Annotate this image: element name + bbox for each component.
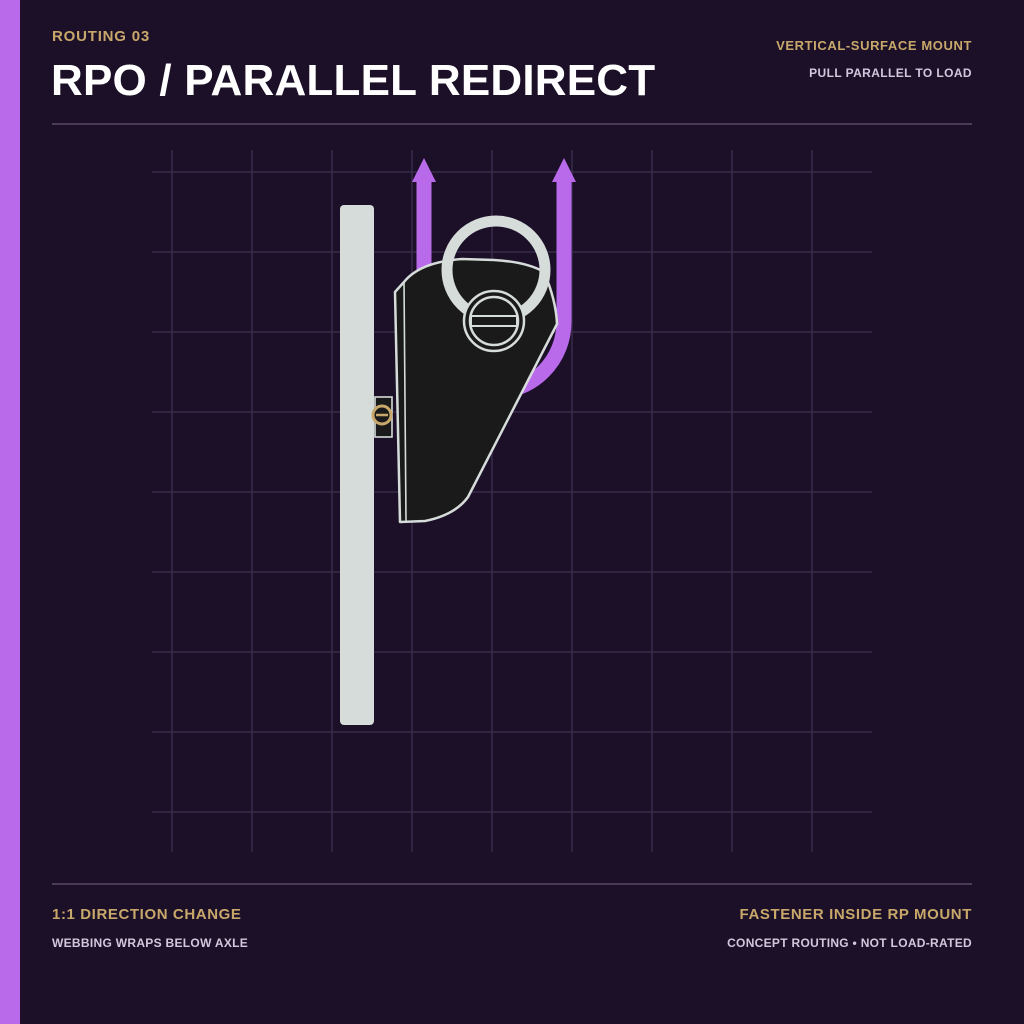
mount-edge-line — [403, 281, 407, 522]
fastener-label: FASTENER INSIDE RP MOUNT — [739, 906, 972, 923]
pull-direction-note: PULL PARALLEL TO LOAD — [809, 66, 972, 80]
axle-screw-icon — [462, 289, 526, 353]
disclaimer-note: CONCEPT ROUTING • NOT LOAD-RATED — [727, 936, 972, 950]
mount-type-label: VERTICAL-SURFACE MOUNT — [776, 38, 972, 53]
footer-divider — [52, 883, 972, 885]
page-title: RPO / PARALLEL REDIRECT — [51, 56, 656, 105]
background-grid — [152, 150, 872, 852]
routing-label: ROUTING 03 — [52, 28, 151, 45]
webbing-note: WEBBING WRAPS BELOW AXLE — [52, 936, 249, 950]
vertical-surface — [340, 205, 374, 725]
webbing-arrow-right-icon — [552, 158, 576, 182]
fastener-icon — [371, 396, 393, 438]
accent-bar — [0, 0, 20, 1024]
direction-change-label: 1:1 DIRECTION CHANGE — [52, 906, 242, 923]
header-divider — [52, 123, 972, 125]
webbing-arrow-left-icon — [412, 158, 436, 182]
